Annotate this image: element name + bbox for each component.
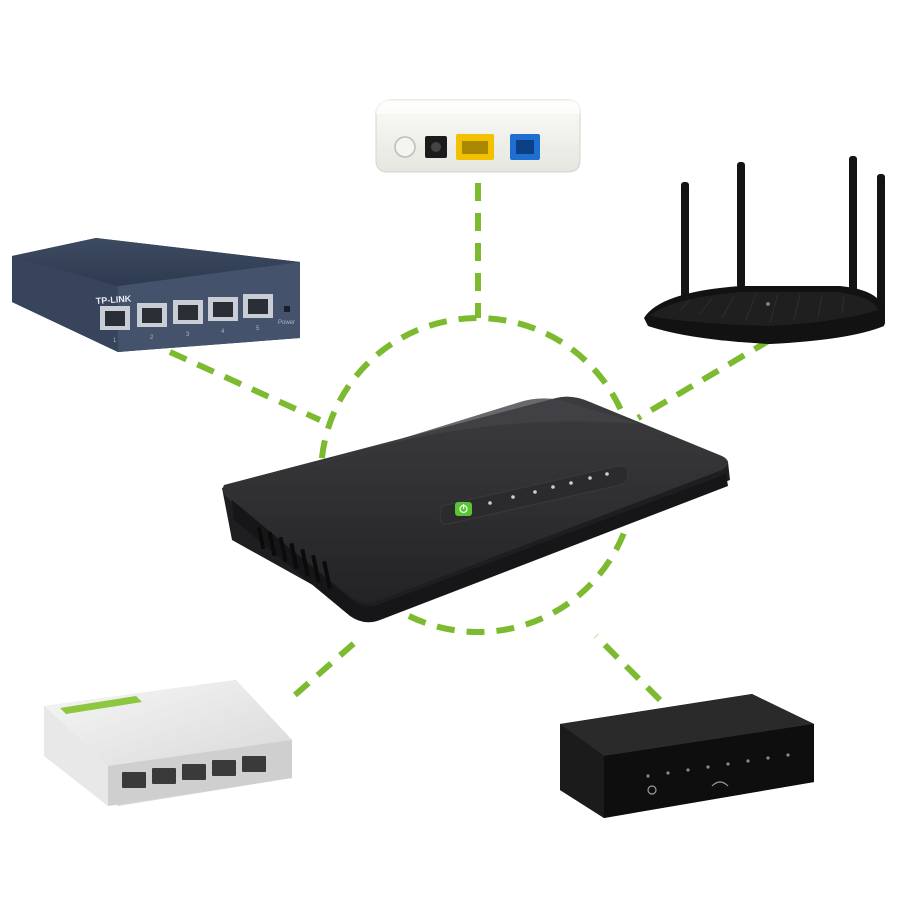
status-led-5: [569, 481, 573, 485]
status-led-1: [488, 501, 492, 505]
link-wireless-router: [638, 340, 770, 418]
link-switch-white: [295, 638, 360, 695]
switch-port-2: [137, 303, 167, 327]
antenna-1-icon: [681, 182, 689, 298]
switch-port-3: [173, 300, 203, 324]
central-hub-device: [222, 397, 730, 623]
switch-power-led: [284, 306, 290, 312]
black-router-device: [560, 694, 814, 818]
switch-power-label: Power: [278, 320, 295, 326]
status-led-6: [588, 476, 592, 480]
status-led-4: [551, 485, 555, 489]
wireless-router-device: [644, 156, 885, 344]
white-switch-device: [44, 680, 292, 806]
status-led-2: [511, 495, 515, 499]
link-black-router: [596, 636, 660, 700]
status-led-3: [533, 490, 537, 494]
antenna-3-icon: [849, 156, 857, 298]
antenna-2-icon: [737, 162, 745, 288]
fiber-ont-device: [376, 100, 580, 172]
metal-switch-device: TP-LINK 1 2 3: [12, 238, 300, 352]
link-switch-metal: [170, 352, 320, 420]
switch-port-5: [243, 294, 273, 318]
status-led-7: [605, 472, 609, 476]
ont-reset-button: [395, 137, 415, 157]
switch-port-1: [100, 306, 130, 330]
switch-port-4: [208, 297, 238, 321]
